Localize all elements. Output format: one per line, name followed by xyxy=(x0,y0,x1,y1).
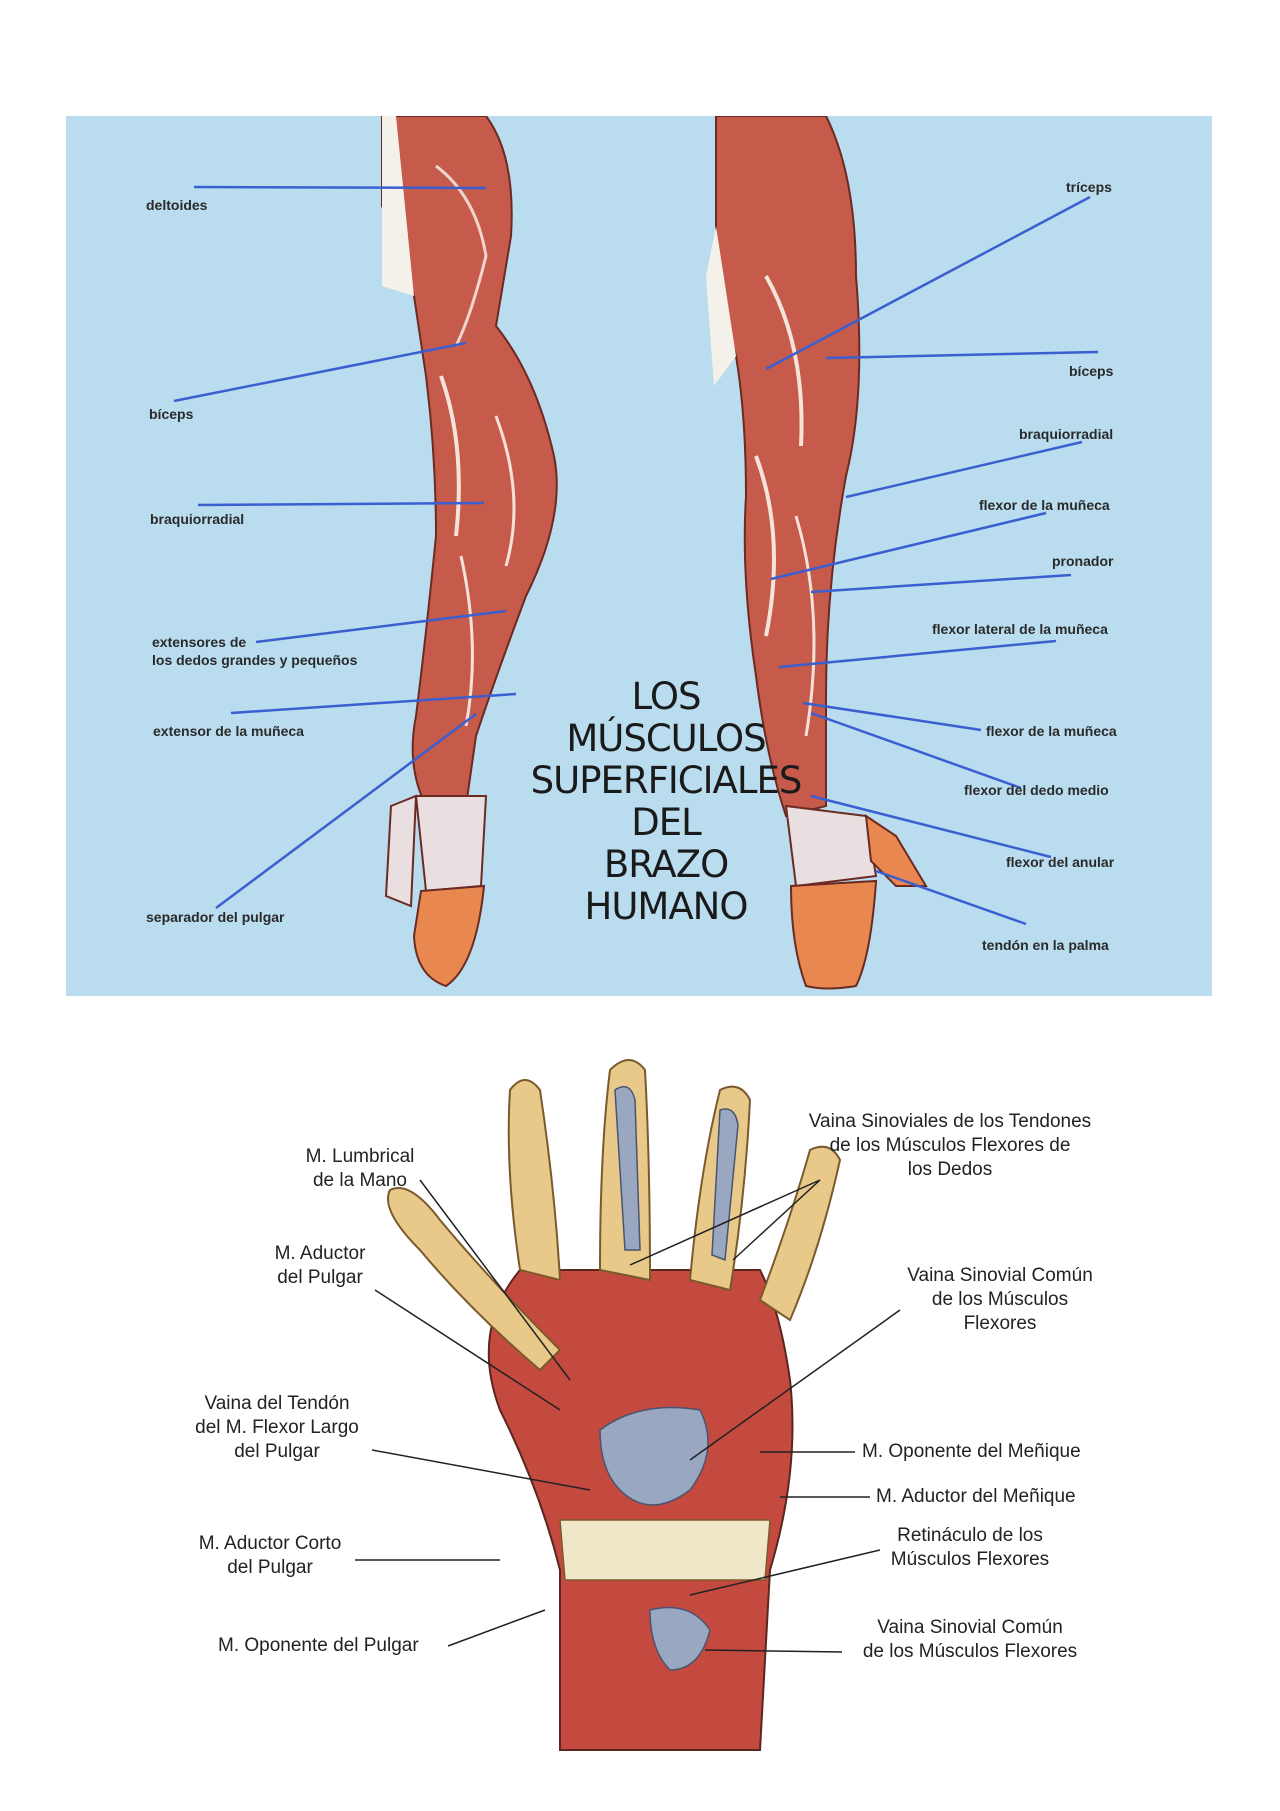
aductor-corto-line2: del Pulgar xyxy=(227,1557,313,1578)
retinaculo-line2: Músculos Flexores xyxy=(890,1549,1050,1570)
left-leader-lines xyxy=(173,185,517,910)
hand-label-vainas-sinoviales: Vaina Sinoviales de los Tendones de los … xyxy=(780,1110,1120,1182)
label-flexor-dedo-medio: flexor del dedo medio xyxy=(964,782,1109,798)
vaina-tendon-line1: Vaina del Tendón xyxy=(204,1393,350,1414)
vaina-comun-2-line1: Vaina Sinovial Común xyxy=(877,1617,1063,1638)
label-deltoides: deltoides xyxy=(146,197,208,213)
label-braquiorradial-right: braquiorradial xyxy=(1019,426,1114,442)
title-line-1: LOS xyxy=(631,675,702,718)
hand-label-lumbrical: M. Lumbrical de la Mano xyxy=(280,1145,440,1193)
hand-label-aductor-pulgar: M. Aductor del Pulgar xyxy=(250,1242,390,1290)
vaina-comun-1-line3: Flexores xyxy=(963,1313,1037,1334)
arm-illustrations xyxy=(173,116,1099,990)
left-arm-illustration xyxy=(381,116,558,988)
label-separador-pulgar: separador del pulgar xyxy=(146,909,285,925)
label-pronador: pronador xyxy=(1052,553,1114,569)
aductor-corto-line1: M. Aductor Corto xyxy=(198,1533,342,1554)
hand-label-aductor-corto: M. Aductor Corto del Pulgar xyxy=(180,1532,360,1580)
right-arm-illustration xyxy=(706,116,928,990)
arm-muscles-poster: deltoides bíceps braquiorradial extensor… xyxy=(66,116,1212,996)
vainas-sinoviales-line2: de los Músculos Flexores de xyxy=(829,1135,1071,1156)
title-line-5: BRAZO xyxy=(603,843,729,886)
hand-label-oponente-menique: M. Oponente del Meñique xyxy=(862,1441,1081,1462)
vaina-tendon-line2: del M. Flexor Largo xyxy=(195,1417,359,1438)
label-flexor-anular: flexor del anular xyxy=(1006,854,1115,870)
vaina-comun-1-line2: de los Músculos xyxy=(931,1289,1069,1310)
hand-label-aductor-menique: M. Aductor del Meñique xyxy=(876,1486,1076,1507)
hand-label-vaina-comun-2: Vaina Sinovial Común de los Músculos Fle… xyxy=(840,1616,1100,1664)
hand-illustration xyxy=(355,1059,901,1751)
label-extensores-line2: los dedos grandes y pequeños xyxy=(152,652,358,668)
retinaculo-line1: Retináculo de los xyxy=(897,1525,1043,1546)
right-leader-lines xyxy=(765,195,1099,926)
label-flexor-muneca-1: flexor de la muñeca xyxy=(979,497,1110,513)
vaina-comun-2-line2: de los Músculos Flexores xyxy=(862,1641,1078,1662)
vaina-comun-1-line1: Vaina Sinovial Común xyxy=(907,1265,1093,1286)
hand-label-vaina-tendon: Vaina del Tendón del M. Flexor Largo del… xyxy=(172,1392,382,1464)
title-line-2: MÚSCULOS xyxy=(566,717,766,760)
label-flexor-lateral: flexor lateral de la muñeca xyxy=(932,621,1108,637)
hand-leader-lines xyxy=(355,1179,901,1653)
hand-label-retinaculo: Retináculo de los Músculos Flexores xyxy=(870,1524,1070,1572)
label-tendon-palma: tendón en la palma xyxy=(982,937,1109,953)
label-flexor-muneca-2: flexor de la muñeca xyxy=(986,723,1117,739)
label-extensor-muneca: extensor de la muñeca xyxy=(153,723,304,739)
label-braquiorradial-left: braquiorradial xyxy=(150,511,245,527)
hand-label-oponente-pulgar: M. Oponente del Pulgar xyxy=(218,1635,419,1656)
lumbrical-line1: M. Lumbrical xyxy=(305,1146,415,1167)
vainas-sinoviales-line3: los Dedos xyxy=(907,1159,993,1180)
title-line-3: SUPERFICIALES xyxy=(530,759,803,802)
vaina-tendon-line3: del Pulgar xyxy=(234,1441,320,1462)
aductor-pulgar-line2: del Pulgar xyxy=(277,1267,363,1288)
label-triceps: tríceps xyxy=(1066,179,1112,195)
poster-title: LOS MÚSCULOS SUPERFICIALES DEL BRAZO HUM… xyxy=(506,676,826,928)
lumbrical-line2: de la Mano xyxy=(312,1170,407,1191)
label-extensores-line1: extensores de xyxy=(152,634,247,650)
vainas-sinoviales-line1: Vaina Sinoviales de los Tendones xyxy=(808,1111,1092,1132)
title-line-4: DEL xyxy=(631,801,701,844)
aductor-pulgar-line1: M. Aductor xyxy=(274,1243,366,1264)
title-line-6: HUMANO xyxy=(584,885,749,928)
hand-anatomy-diagram: M. Lumbrical de la Mano M. Aductor del P… xyxy=(0,1050,1280,1811)
hand-label-vaina-comun-1: Vaina Sinovial Común de los Músculos Fle… xyxy=(900,1264,1100,1336)
label-biceps-right: bíceps xyxy=(1069,363,1114,379)
label-biceps-left: bíceps xyxy=(149,406,194,422)
